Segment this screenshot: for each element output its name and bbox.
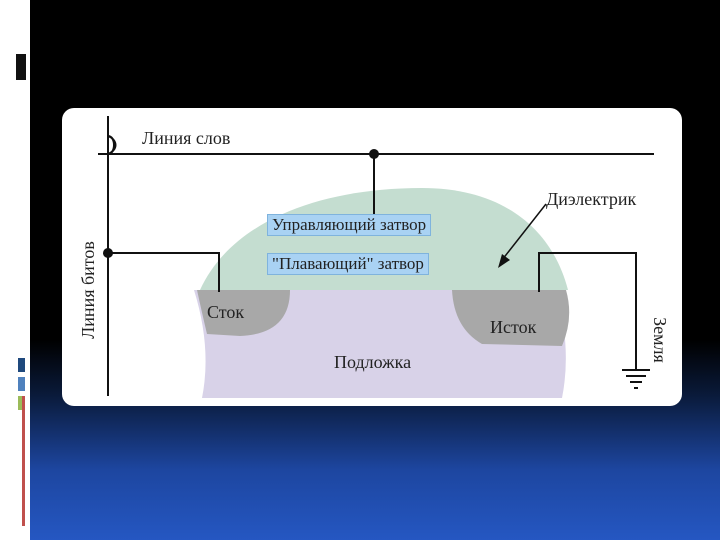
substrate-label: Подложка [334,352,412,372]
floating-gate-label: "Плавающий" затвор [267,253,429,275]
drain-region [197,290,290,336]
drain-connection-wire [108,252,220,292]
source-connection-wire [538,252,637,370]
decorative-red-line [22,396,25,526]
ground-label: Земля [650,317,670,363]
decorative-square-blue [18,358,25,372]
transistor-diagram: Линия слов Диэлектрик Управляющий затвор… [62,108,682,406]
source-label: Исток [490,317,537,337]
dielectric-pointer-line [501,203,547,261]
drain-junction-dot [103,248,113,258]
bit-line-label: Линия битов [78,241,98,339]
gate-junction-dot [369,149,379,159]
source-region [452,290,570,346]
left-accent-strip [0,0,30,540]
decorative-square-lightblue [18,377,25,391]
decorative-square-green [18,396,25,410]
dielectric-label: Диэлектрик [546,189,637,209]
ground-icon [622,369,650,389]
drain-label: Сток [207,302,245,322]
word-line-label: Линия слов [142,128,231,148]
word-line-hop [107,135,117,155]
decorative-black-bar [16,54,26,80]
dielectric-arrow-head [498,254,510,268]
control-gate-label: Управляющий затвор [267,214,432,236]
